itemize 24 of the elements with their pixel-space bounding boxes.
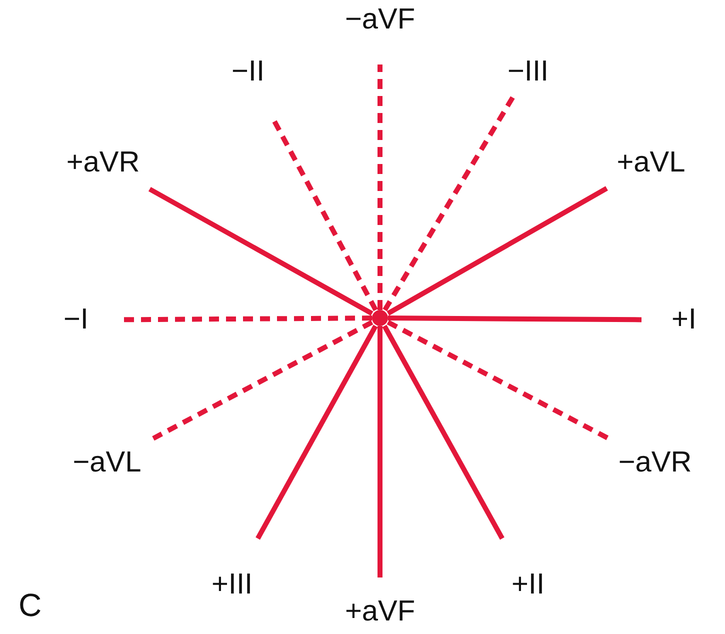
lead-label: −aVL xyxy=(60,438,154,488)
lead-label: +II xyxy=(501,538,555,632)
lead-label: +aVF xyxy=(338,578,422,634)
lead-label: −I xyxy=(34,296,118,344)
dashed-lead-axis xyxy=(152,320,374,441)
lead-axis xyxy=(382,324,504,540)
lead-axis xyxy=(256,324,378,540)
dashed-lead-axis xyxy=(386,320,610,441)
lead-label: −aVF xyxy=(338,0,422,64)
lead-label: +I xyxy=(642,296,725,344)
lead-axis xyxy=(388,316,642,322)
dashed-lead-axis xyxy=(382,95,516,312)
lead-label: +III xyxy=(201,538,263,632)
center-point xyxy=(372,310,388,326)
lead-label: −III xyxy=(497,48,559,96)
lead-label: −II xyxy=(221,28,275,116)
lead-label: +aVL xyxy=(606,136,696,190)
lead-axis xyxy=(148,186,374,316)
lead-label: −aVR xyxy=(606,438,704,488)
panel-letter: C xyxy=(18,589,42,621)
lead-axis xyxy=(386,186,608,316)
lead-label: +aVR xyxy=(56,136,150,190)
dashed-lead-axis xyxy=(378,64,382,310)
lead-axis xyxy=(378,326,382,578)
